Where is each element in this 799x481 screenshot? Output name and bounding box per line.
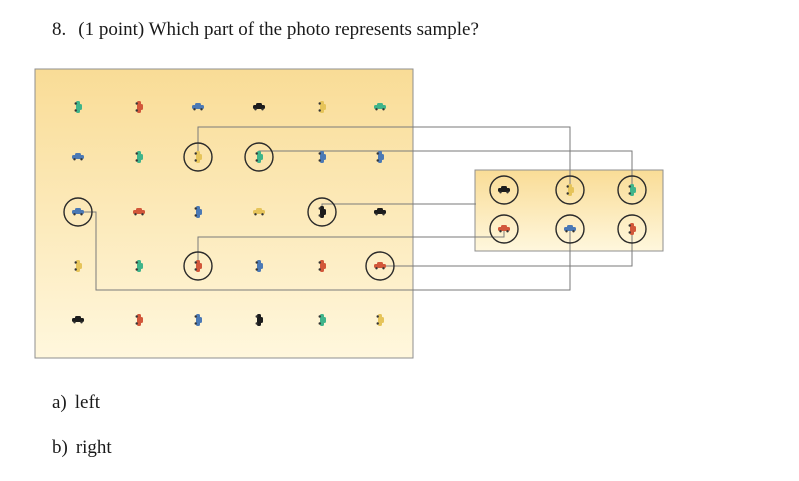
selection-circle	[183, 251, 213, 281]
car-icon	[555, 175, 585, 205]
selection-circle	[365, 251, 395, 281]
car-icon	[489, 214, 519, 244]
car-icon	[135, 314, 143, 326]
car-icon	[617, 175, 647, 205]
car-icon	[135, 260, 143, 272]
selection-circle	[63, 197, 93, 227]
connector-line	[380, 229, 633, 267]
car-icon	[255, 260, 263, 272]
car-icon	[72, 153, 84, 161]
car-icon	[376, 314, 384, 326]
car-icon	[318, 101, 326, 113]
car-icon	[374, 208, 386, 216]
car-icon	[318, 260, 326, 272]
car-icon	[253, 103, 265, 111]
car-icon	[74, 260, 82, 272]
car-icon	[133, 208, 145, 216]
car-icon	[72, 316, 84, 324]
selection-circle	[555, 214, 585, 244]
question-prompt: (1 point) Which part of the photo repres…	[78, 19, 479, 40]
car-icon	[489, 175, 519, 205]
car-icon	[135, 151, 143, 163]
selection-circle	[489, 214, 519, 244]
selection-circle	[617, 175, 647, 205]
connector-line	[78, 211, 571, 291]
car-icon	[194, 206, 202, 218]
car-icon	[365, 251, 395, 281]
option-a-text: left	[74, 392, 101, 413]
car-icon	[74, 101, 82, 113]
selection-circle	[244, 142, 274, 172]
population-panel	[34, 68, 414, 359]
car-icon	[63, 197, 93, 227]
car-icon	[194, 314, 202, 326]
car-icon	[255, 314, 263, 326]
car-icon	[376, 151, 384, 163]
cars-layer	[63, 101, 647, 326]
sample-panel	[474, 169, 664, 252]
option-a[interactable]: a) left	[52, 392, 100, 414]
car-icon	[244, 142, 274, 172]
car-icon	[253, 208, 265, 216]
connector-line	[197, 126, 571, 184]
car-icon	[617, 214, 647, 244]
question-text: 8. (1 point) Which part of the photo repr…	[52, 19, 479, 41]
car-icon	[318, 314, 326, 326]
car-icon	[183, 142, 213, 172]
question-number: 8.	[52, 19, 67, 40]
car-icon	[192, 103, 204, 111]
option-b-text: right	[75, 437, 112, 458]
car-icon	[307, 197, 337, 227]
car-icon	[183, 251, 213, 281]
selection-circle	[183, 142, 213, 172]
car-icon	[374, 103, 386, 111]
option-b[interactable]: b) right	[52, 437, 112, 459]
car-icon	[135, 101, 143, 113]
selection-circle	[489, 175, 519, 205]
option-a-letter: a)	[52, 392, 67, 413]
selection-circle	[307, 197, 337, 227]
option-b-letter: b)	[52, 437, 68, 458]
selection-circle	[617, 214, 647, 244]
car-icon	[318, 151, 326, 163]
selection-circle	[555, 175, 585, 205]
car-icon	[555, 214, 585, 244]
